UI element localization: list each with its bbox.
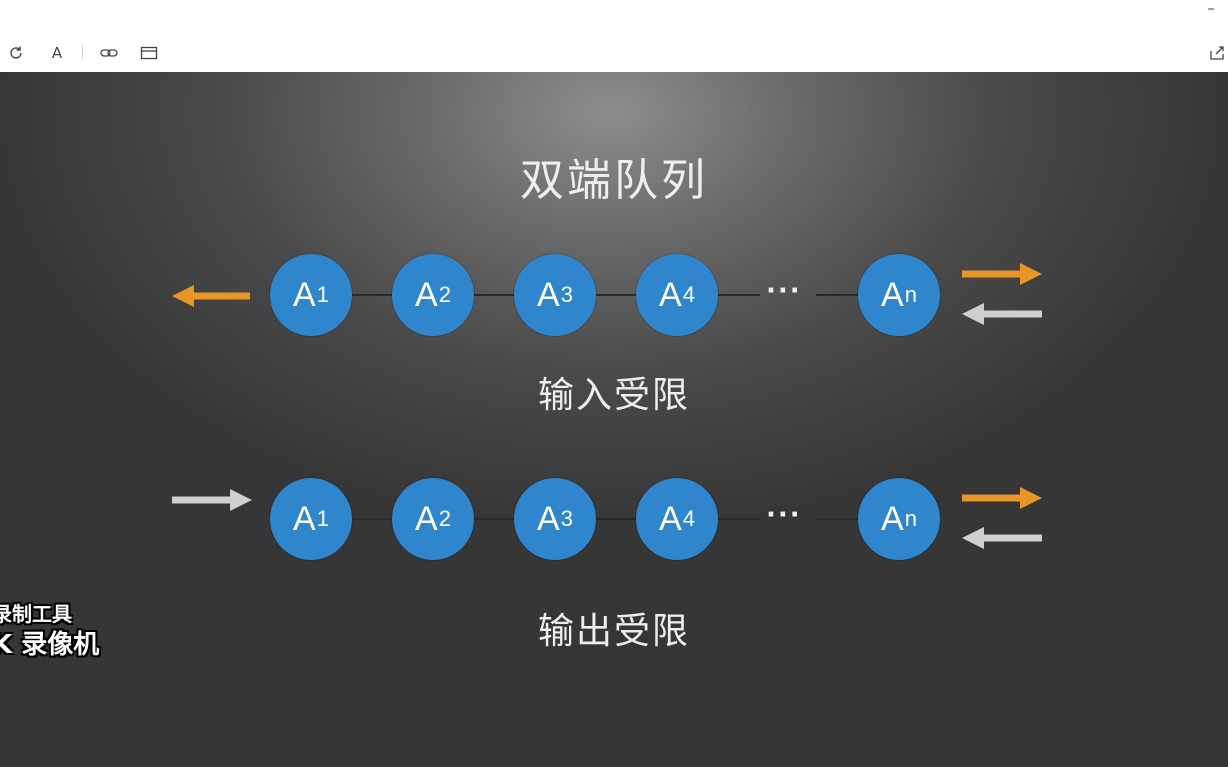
node-link bbox=[474, 518, 516, 520]
right-in-arrow-icon bbox=[962, 303, 1042, 325]
node-link bbox=[596, 294, 638, 296]
link-icon[interactable] bbox=[98, 42, 120, 64]
node-link bbox=[474, 294, 516, 296]
node-link bbox=[352, 294, 394, 296]
node-link bbox=[816, 518, 860, 520]
card-icon[interactable] bbox=[138, 42, 160, 64]
right-in-arrow-icon bbox=[962, 527, 1042, 549]
refresh-icon[interactable] bbox=[5, 42, 27, 64]
right-out-arrow-icon bbox=[962, 487, 1042, 509]
left-in-arrow-icon bbox=[172, 489, 252, 511]
toolbar: A – bbox=[0, 0, 1228, 72]
caption-output-restricted: 输出受限 bbox=[537, 611, 690, 652]
left-out-arrow-icon bbox=[172, 285, 250, 307]
node-link bbox=[816, 294, 860, 296]
watermark-line1: 录制工具 bbox=[0, 602, 72, 626]
toolbar-separator bbox=[82, 45, 83, 59]
ellipsis: ··· bbox=[766, 500, 802, 530]
node-link bbox=[352, 518, 394, 520]
minimize-button[interactable]: – bbox=[1207, 1, 1215, 17]
text-icon[interactable]: A bbox=[51, 44, 63, 62]
watermark-line2: K 录像机 bbox=[0, 630, 100, 660]
right-out-arrow-icon bbox=[962, 263, 1042, 285]
node-link bbox=[718, 518, 760, 520]
slide-title: 双端队列 bbox=[520, 155, 708, 206]
ellipsis: ··· bbox=[766, 276, 802, 306]
share-icon[interactable] bbox=[1206, 42, 1228, 64]
node-link bbox=[596, 518, 638, 520]
node-link bbox=[718, 294, 760, 296]
caption-input-restricted: 输入受限 bbox=[537, 375, 690, 416]
